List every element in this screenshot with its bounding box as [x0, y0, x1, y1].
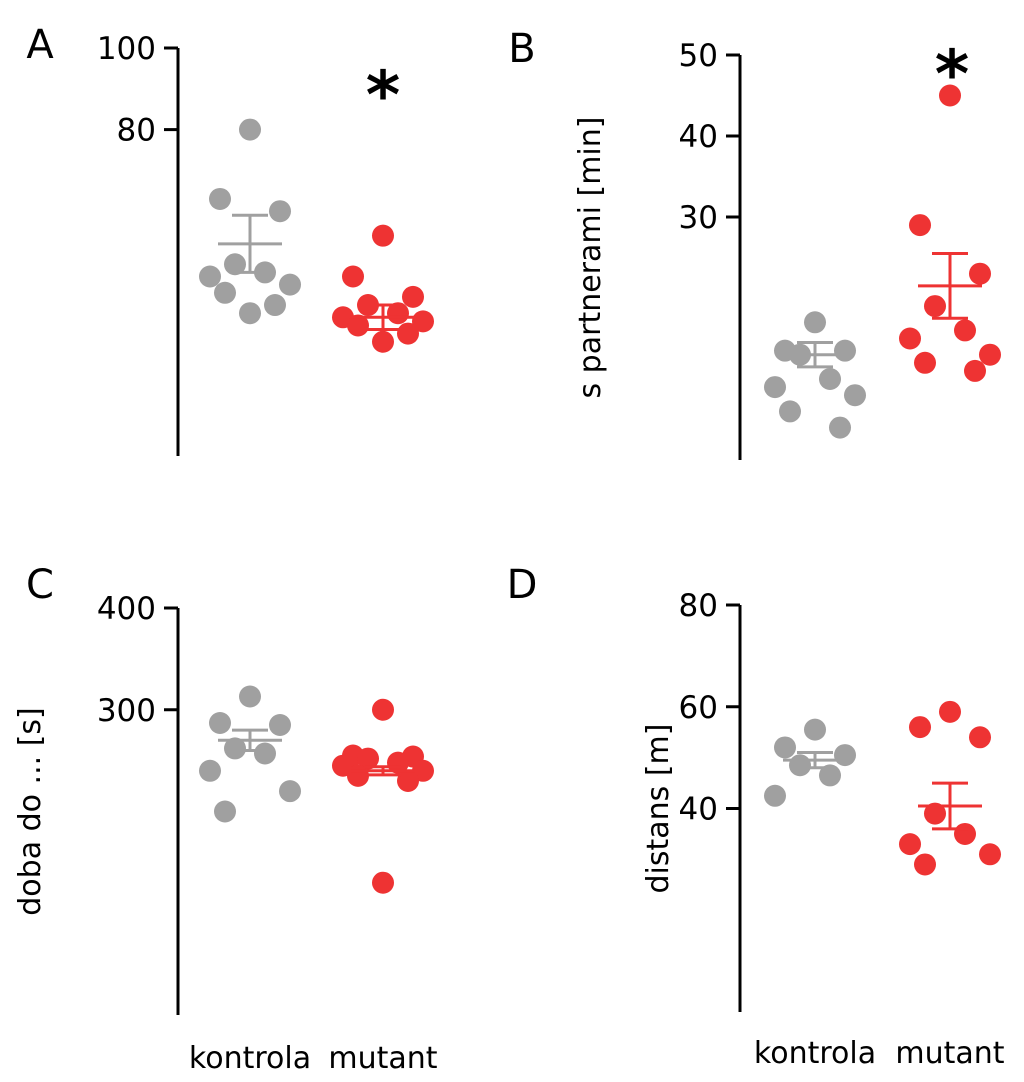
data-point: [939, 700, 961, 723]
panel-label: C: [26, 562, 54, 608]
y-tick-label: 400: [97, 591, 156, 627]
data-point: [397, 769, 419, 792]
data-point: [214, 800, 236, 823]
data-point: [924, 802, 946, 825]
data-point: [224, 253, 246, 276]
y-tick-label: 80: [679, 588, 718, 624]
data-point: [954, 319, 976, 342]
data-point: [979, 343, 1001, 366]
y-axis-title: distans [m]: [641, 724, 676, 894]
significance-marker: *: [366, 57, 401, 134]
data-point: [764, 784, 786, 807]
data-point: [964, 359, 986, 382]
data-point: [239, 685, 261, 708]
data-point: [357, 747, 379, 770]
category-label: kontrola: [189, 1041, 311, 1076]
y-tick-label: 30: [679, 200, 718, 236]
data-point: [372, 871, 394, 894]
data-point: [239, 302, 261, 325]
data-point: [269, 714, 291, 737]
panel-label: D: [507, 562, 538, 608]
data-point: [834, 744, 856, 767]
data-point: [969, 726, 991, 749]
category-label: mutant: [895, 1036, 1004, 1071]
data-point: [774, 736, 796, 759]
y-tick-label: 60: [679, 690, 718, 726]
data-point: [834, 339, 856, 362]
data-point: [899, 833, 921, 856]
data-point: [764, 376, 786, 399]
data-point: [789, 754, 811, 777]
data-point: [899, 327, 921, 350]
data-point: [342, 265, 364, 288]
data-point: [909, 214, 931, 237]
panel-label: B: [508, 26, 535, 72]
y-tick-label: 50: [679, 38, 718, 74]
data-point: [804, 718, 826, 741]
data-point: [939, 84, 961, 107]
y-tick-label: 40: [679, 119, 718, 155]
data-point: [819, 764, 841, 787]
data-point: [412, 310, 434, 333]
data-point: [829, 416, 851, 439]
data-point: [199, 265, 221, 288]
data-point: [402, 285, 424, 308]
data-point: [969, 262, 991, 285]
y-tick-label: 100: [97, 31, 156, 67]
data-point: [279, 273, 301, 296]
data-point: [199, 759, 221, 782]
data-point: [397, 322, 419, 345]
data-point: [254, 742, 276, 765]
data-point: [239, 118, 261, 141]
data-point: [279, 780, 301, 803]
y-tick-label: 300: [97, 693, 156, 729]
category-label: kontrola: [754, 1036, 876, 1071]
data-point: [819, 368, 841, 390]
data-point: [269, 200, 291, 223]
data-point: [214, 281, 236, 304]
data-point: [979, 843, 1001, 866]
data-point: [347, 314, 369, 337]
data-point: [914, 853, 936, 876]
panel-label: A: [26, 22, 54, 68]
data-point: [209, 711, 231, 734]
y-axis-title: doba do ... [s]: [13, 707, 48, 915]
data-point: [264, 294, 286, 317]
data-point: [779, 400, 801, 423]
data-point: [909, 716, 931, 739]
data-point: [954, 822, 976, 845]
y-tick-label: 80: [117, 113, 156, 149]
y-axis-title: s partnerami [min]: [573, 117, 608, 399]
y-tick-label: 40: [679, 792, 718, 828]
data-point: [372, 224, 394, 247]
data-point: [914, 351, 936, 374]
data-point: [372, 698, 394, 721]
data-point: [209, 187, 231, 210]
data-point: [372, 330, 394, 353]
data-point: [804, 311, 826, 334]
data-point: [924, 295, 946, 318]
data-point: [224, 737, 246, 760]
category-label: mutant: [328, 1041, 437, 1076]
data-point: [844, 384, 866, 407]
